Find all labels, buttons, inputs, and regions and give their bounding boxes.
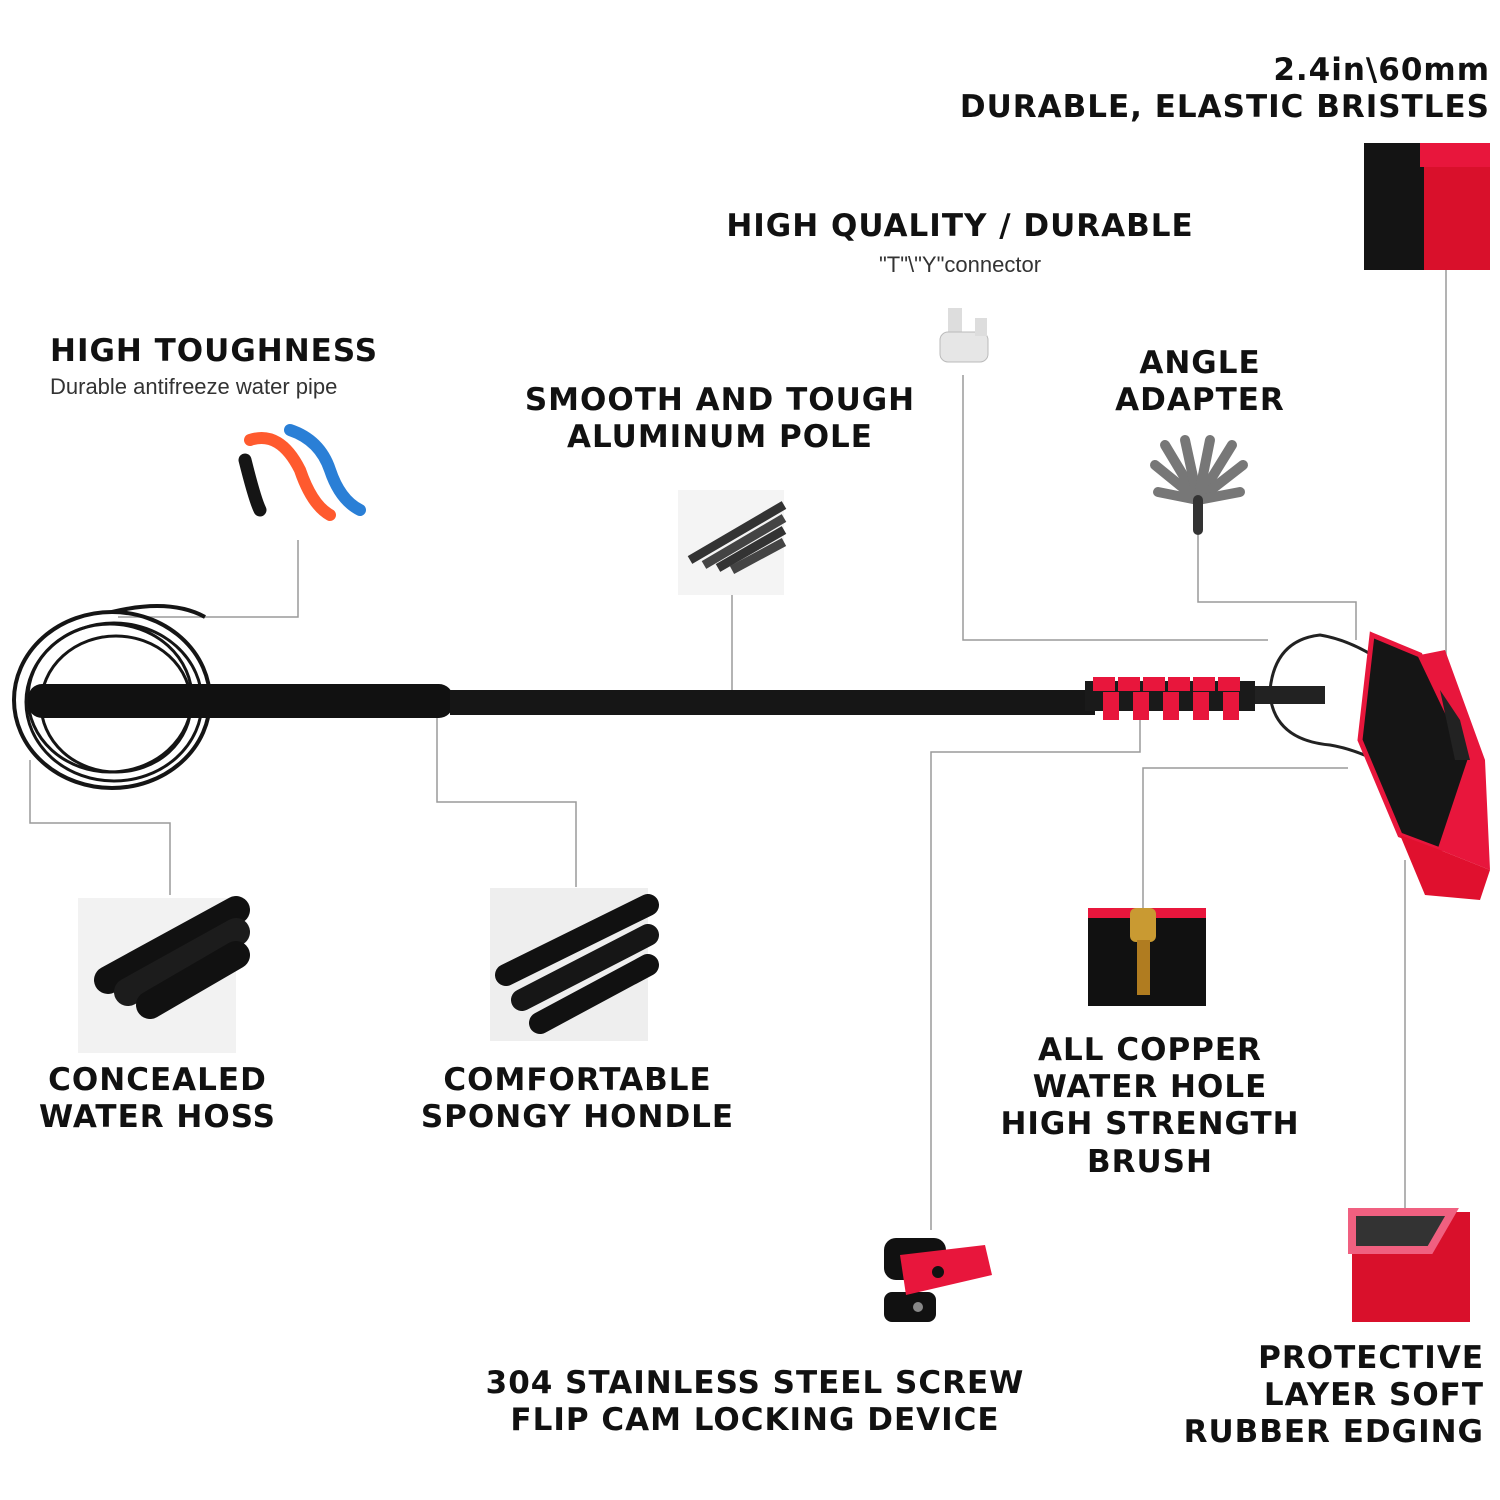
brush-head: [1357, 631, 1490, 900]
handle-label-line1: COMFORTABLE: [443, 1062, 712, 1098]
concealed-hose-inset: [78, 896, 250, 1053]
connector-title: HIGH QUALITY / DURABLE: [726, 208, 1194, 244]
aluminum-pole-inset: [678, 490, 787, 595]
flip-cam-lock-inset: [884, 1238, 992, 1322]
edging-label-line2: LAYER SOFT: [1263, 1377, 1484, 1414]
pole-locks: [1093, 677, 1240, 720]
copper-label-line3: HIGH STRENGTH: [1000, 1106, 1300, 1143]
pole-label-line1: SMOOTH AND TOUGH: [524, 382, 916, 418]
angle-label-line2: ADAPTER: [1115, 382, 1285, 419]
angle-label-line1: ANGLE: [1139, 345, 1261, 381]
hose-label-line1: CONCEALED: [48, 1062, 267, 1098]
hose-label: CONCEALED WATER HOSS: [20, 1062, 295, 1136]
copper-label-line4: BRUSH: [1087, 1143, 1213, 1180]
edging-label-line1: PROTECTIVE: [1258, 1340, 1484, 1376]
toughness-title: HIGH TOUGHNESS: [50, 333, 379, 369]
connector-subtitle: "T"\"Y"connector: [878, 252, 1042, 277]
bristles-inset: [1364, 143, 1490, 270]
lock-label-line1: 304 STAINLESS STEEL SCREW: [485, 1365, 1025, 1401]
copper-label: ALL COPPER WATER HOLE HIGH STRENGTH BRUS…: [975, 1032, 1325, 1181]
bristles-size: 2.4in\60mm: [1273, 52, 1490, 88]
lock-label: 304 STAINLESS STEEL SCREW FLIP CAM LOCKI…: [440, 1365, 1070, 1439]
bristles-label: 2.4in\60mm DURABLE, ELASTIC BRISTLES: [960, 52, 1490, 126]
pole-label: SMOOTH AND TOUGH ALUMINUM POLE: [500, 382, 940, 456]
edging-label-line3: RUBBER EDGING: [1183, 1414, 1484, 1451]
edging-label: PROTECTIVE LAYER SOFT RUBBER EDGING: [1184, 1340, 1484, 1452]
hose-label-line2: WATER HOSS: [39, 1099, 276, 1136]
angle-label: ANGLE ADAPTER: [1100, 345, 1300, 419]
lock-label-line2: FLIP CAM LOCKING DEVICE: [510, 1402, 1000, 1439]
angle-adapter-inset: [1150, 435, 1248, 535]
leader-lines: [29, 270, 1447, 1230]
pole-label-line2: ALUMINUM POLE: [567, 419, 873, 456]
handle-label: COMFORTABLE SPONGY HONDLE: [400, 1062, 755, 1136]
copper-label-line1: ALL COPPER: [1038, 1032, 1262, 1068]
handle-label-line2: SPONGY HONDLE: [420, 1099, 735, 1136]
toughness-subtitle: Durable antifreeze water pipe: [50, 374, 338, 399]
copper-water-hole-inset: [1088, 908, 1206, 1006]
rubber-edging-inset: [1348, 1208, 1470, 1322]
bristles-title: DURABLE, ELASTIC BRISTLES: [959, 89, 1490, 126]
spongy-handle-inset: [490, 888, 659, 1041]
connector-inset: [939, 308, 989, 363]
water-pipe-inset: [238, 424, 366, 521]
copper-label-line2: WATER HOLE: [1032, 1069, 1268, 1106]
